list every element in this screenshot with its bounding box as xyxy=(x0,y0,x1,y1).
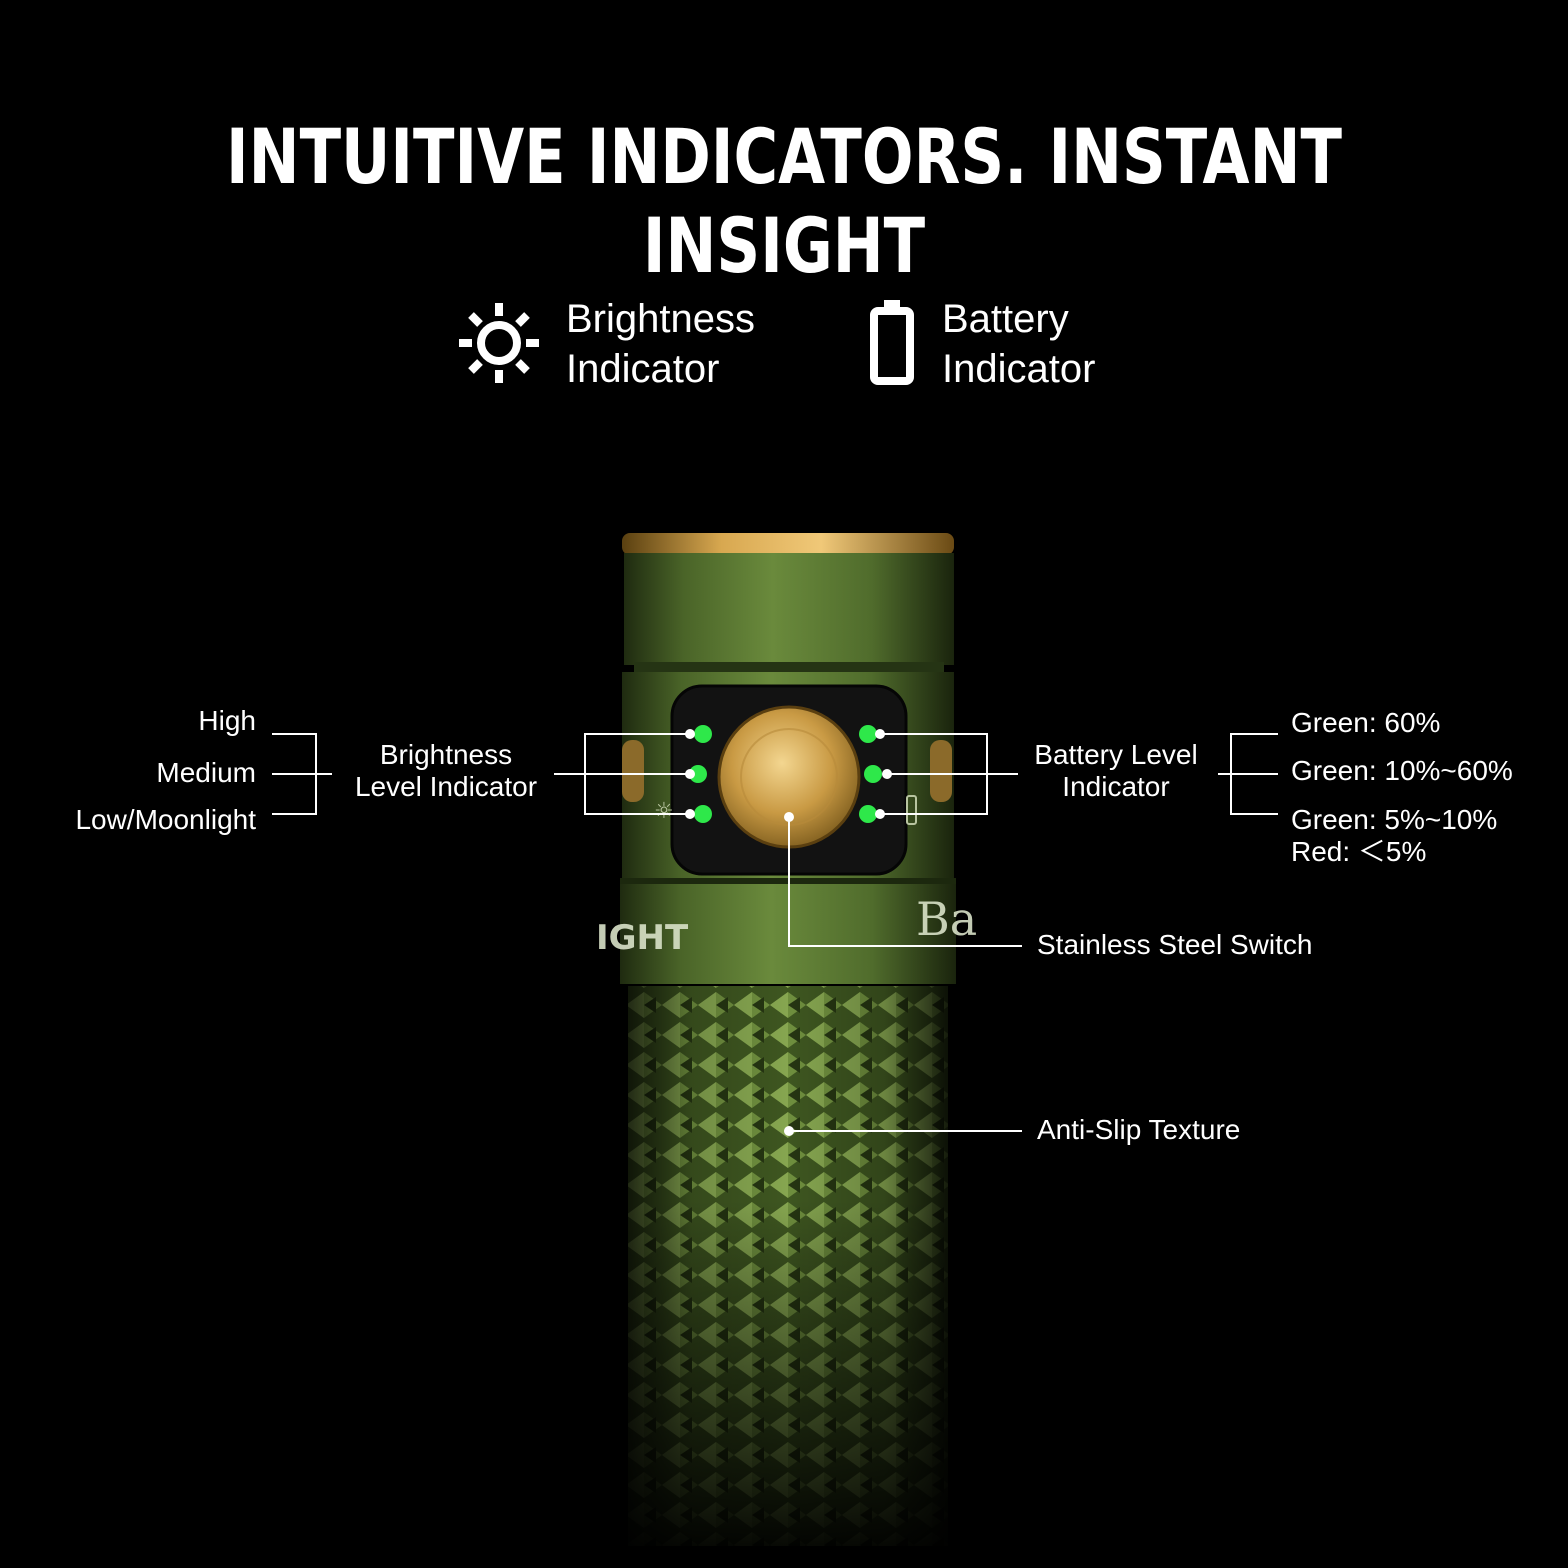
battery-level-60: Green: 60% xyxy=(1291,707,1441,738)
body-engraving-left: IGHT xyxy=(596,918,689,958)
led-low xyxy=(694,805,712,823)
brightness-legend-label: Brightness Indicator xyxy=(566,294,755,394)
battery-level-10-60: Green: 10%~60% xyxy=(1291,755,1513,786)
battery-legend-line1: Battery xyxy=(942,297,1069,341)
headline: INTUITIVE INDICATORS. INSTANT INSIGHT xyxy=(226,112,1342,290)
brightness-legend-line2: Indicator xyxy=(566,347,720,391)
battery-level-indicator-line1: Battery Level xyxy=(1034,739,1198,770)
body-engraving-right: Ba xyxy=(916,892,978,946)
flashlight-head xyxy=(624,553,954,665)
battery-level-indicator-label: Battery Level Indicator xyxy=(1020,739,1212,803)
sun-icon xyxy=(459,303,539,383)
led-battery-3 xyxy=(859,805,877,823)
battery-legend-line2: Indicator xyxy=(942,347,1096,391)
battery-level-5-10: Green: 5%~10% xyxy=(1291,804,1498,835)
brightness-level-indicator-line1: Brightness xyxy=(379,739,513,770)
brightness-level-low: Low/Moonlight xyxy=(75,804,256,835)
brightness-level-medium: Medium xyxy=(156,757,256,788)
brightness-level-indicator-line2: Level Indicator xyxy=(354,771,538,802)
battery-leds xyxy=(859,725,882,823)
battery-legend-label: Battery Indicator xyxy=(942,294,1095,394)
stainless-steel-switch-label: Stainless Steel Switch xyxy=(1037,929,1313,960)
anti-slip-texture-label: Anti-Slip Texture xyxy=(1037,1114,1241,1145)
led-battery-2 xyxy=(864,765,882,783)
battery-icon xyxy=(870,300,914,385)
brightness-level-high: High xyxy=(198,705,256,736)
battery-level-indicator-line2: Indicator xyxy=(1062,771,1170,802)
brightness-legend-line1: Brightness xyxy=(566,297,755,341)
brightness-level-indicator-label: Brightness Level Indicator xyxy=(336,739,556,803)
brass-front-ring xyxy=(622,533,954,555)
led-high xyxy=(694,725,712,743)
svg-text:☼: ☼ xyxy=(654,799,674,824)
led-battery-1 xyxy=(859,725,877,743)
battery-level-red: Red: ＜5% xyxy=(1291,836,1427,867)
led-medium xyxy=(689,765,707,783)
brightness-leds xyxy=(689,725,712,823)
